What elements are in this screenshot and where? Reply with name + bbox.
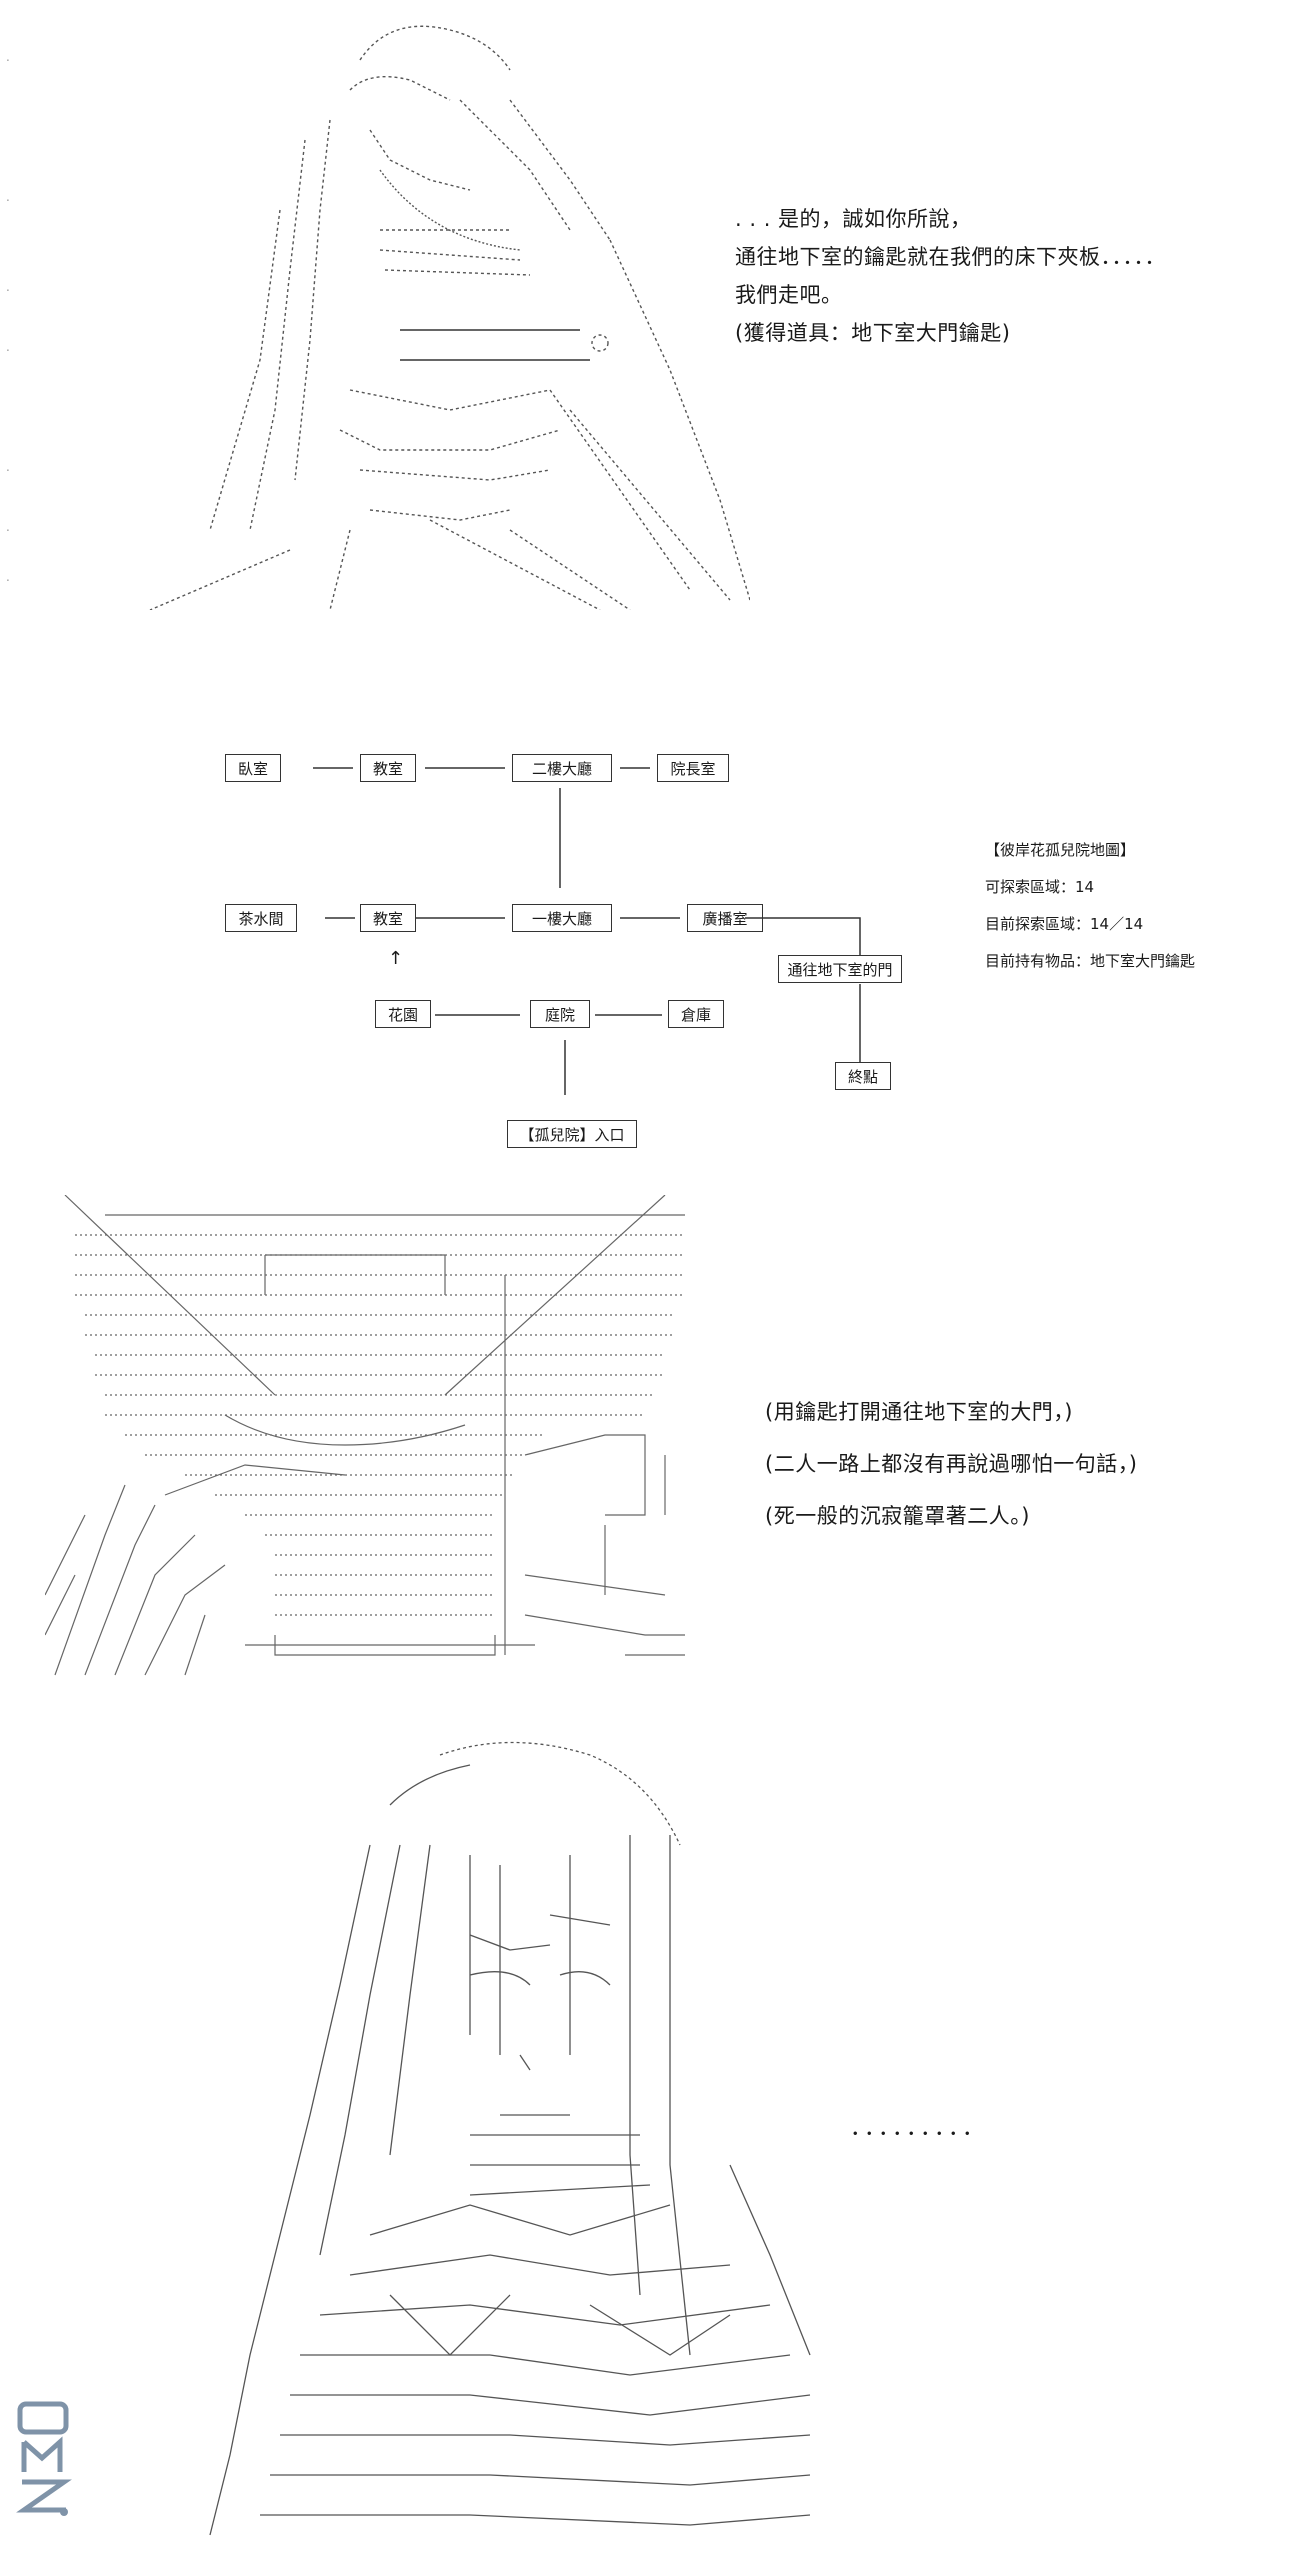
dialogue-line: (獲得道具：地下室大門鑰匙) [735,321,1011,345]
room-label: 教室 [372,910,403,928]
room-label: 終點 [847,1068,878,1086]
room-label: 通往地下室的門 [787,961,893,979]
room-label: 茶水間 [238,910,284,928]
arrow-up-icon: ↑ [388,948,404,969]
map-connectors-right [745,917,861,1062]
room-hall-2f[interactable]: 二樓大廳 [512,754,612,782]
dialogue-scene-2: (用鑰匙打開通往地下室的大門，) (二人一路上都沒有再說過哪怕一句話，) (死一… [765,1386,1137,1542]
explored-count: 目前探索區域：14／14 [985,915,1144,933]
room-label: 廣播室 [702,910,748,928]
room-garden[interactable]: 花園 [375,1000,431,1028]
entrance-node[interactable]: 【孤兒院】入口 [507,1120,637,1148]
room-label: 臥室 [237,760,268,778]
room-label: 二樓大廳 [531,760,592,778]
room-bedroom[interactable]: 臥室 [225,754,281,782]
dialogue-line: (用鑰匙打開通往地下室的大門，) [765,1400,1073,1424]
dmzj-logo [14,2400,76,2520]
room-label: 庭院 [544,1006,575,1024]
ellipsis-text: ．．．．．．．．． [850,2116,988,2141]
room-label: 花園 [387,1006,418,1024]
room-director[interactable]: 院長室 [657,754,729,782]
dialogue-line: 通往地下室的鑰匙就在我們的床下夾板．．．．． [735,245,1166,269]
room-label: 教室 [372,760,403,778]
room-storage[interactable]: 倉庫 [668,1000,724,1028]
dialogue-line: 我們走吧。 [735,283,843,307]
logo-mark-icon [16,2401,72,2516]
held-items: 目前持有物品：地下室大門鑰匙 [985,952,1196,970]
dialogue-line: (死一般的沉寂籠罩著二人。) [765,1504,1030,1528]
ascii-art-stairway [45,1195,695,1685]
dialogue-line: . . . 是的，誠如你所說， [735,207,972,231]
room-label: 一樓大廳 [531,910,592,928]
ascii-art-figure-1 [130,10,750,610]
room-courtyard[interactable]: 庭院 [530,1000,590,1028]
room-hall-1f[interactable]: 一樓大廳 [512,904,612,932]
room-basement-door[interactable]: 通往地下室的門 [778,955,902,983]
orphanage-map: 臥室 教室 二樓大廳 院長室 茶水間 教室 一樓大廳 廣播室 ↑ 花園 庭院 倉… [225,740,763,1160]
explorable-count: 可探索區域：14 [985,878,1095,896]
room-classroom-1f[interactable]: 教室 [360,904,416,932]
room-label: 院長室 [670,760,716,778]
ascii-art-figure-2 [170,1735,820,2545]
dialogue-line: (二人一路上都沒有再說過哪怕一句話，) [765,1452,1138,1476]
room-classroom-2f[interactable]: 教室 [360,754,416,782]
room-label: 倉庫 [680,1006,711,1024]
room-goal[interactable]: 終點 [835,1062,891,1090]
room-label: 【孤兒院】入口 [519,1126,625,1144]
map-title: 【彼岸花孤兒院地圖】 [985,841,1136,859]
map-status-panel: 【彼岸花孤兒院地圖】 可探索區域：14 目前探索區域：14／14 目前持有物品：… [985,832,1195,980]
room-tearoom[interactable]: 茶水間 [225,904,297,932]
dialogue-scene-1: . . . 是的，誠如你所說， 通往地下室的鑰匙就在我們的床下夾板．．．．． 我… [735,200,1166,352]
